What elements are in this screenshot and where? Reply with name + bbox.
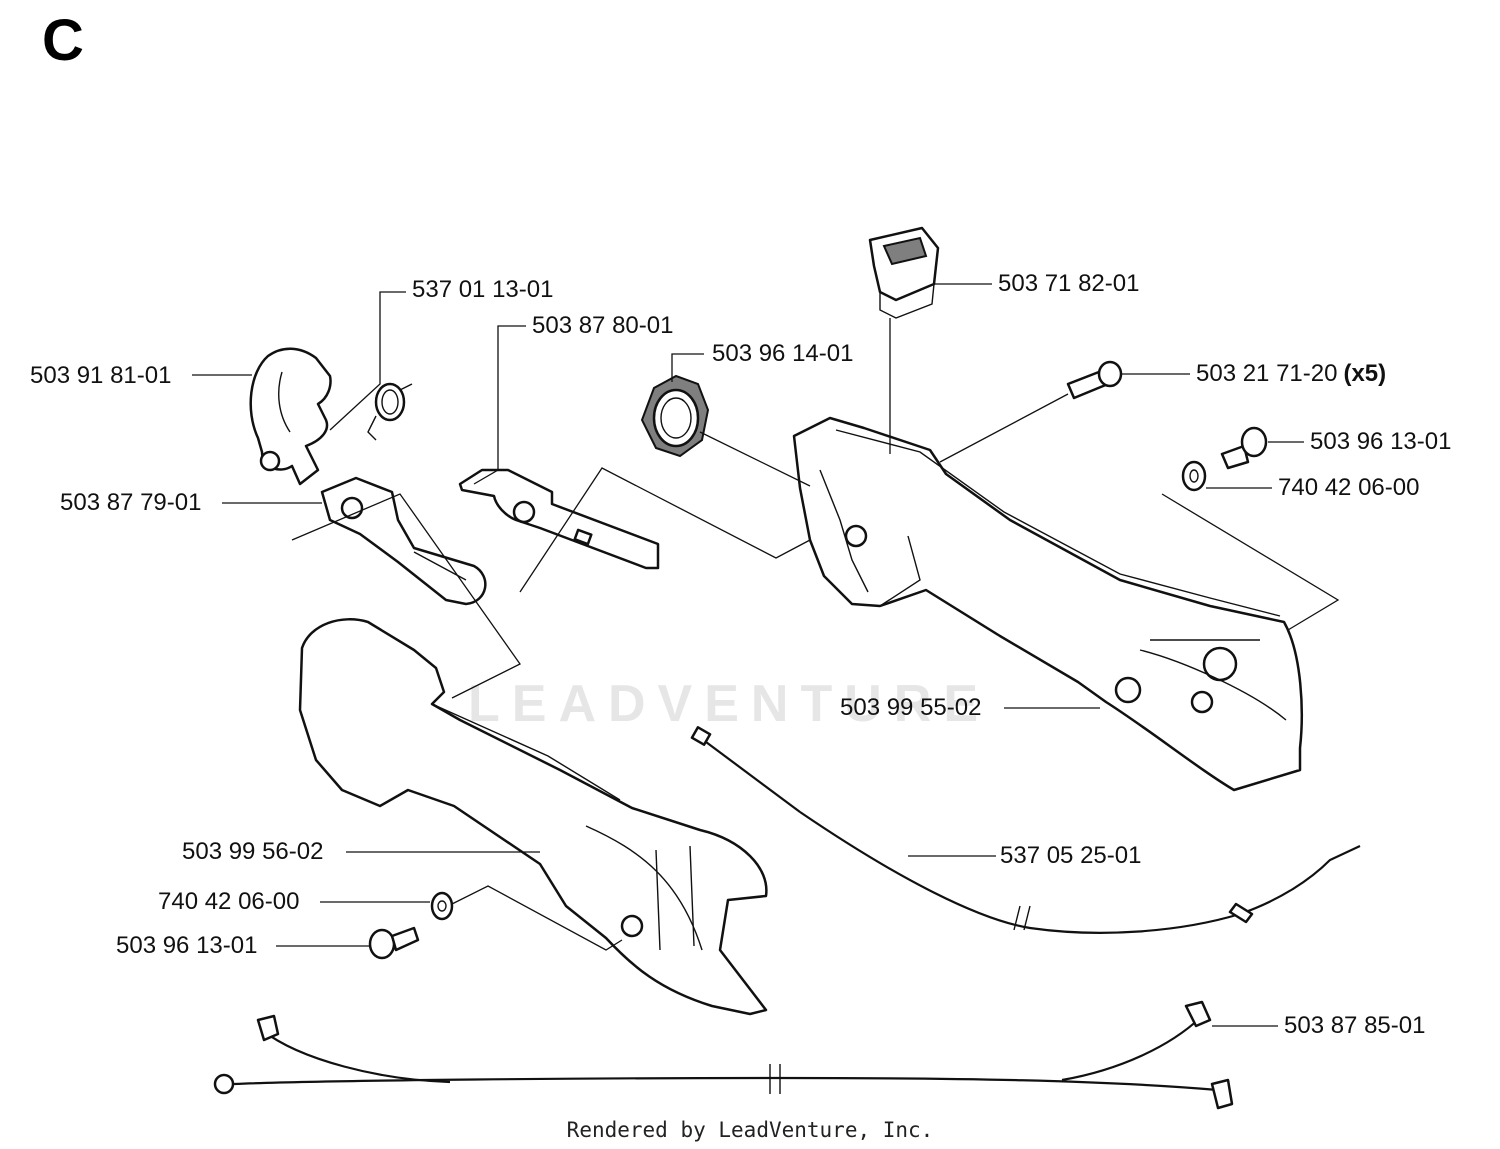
part-label-clamp[interactable]: 503 91 81-01: [30, 362, 172, 389]
part-label-washer-left[interactable]: 740 42 06-00: [158, 888, 300, 915]
part-label-handle-left-half[interactable]: 503 99 56-02: [182, 838, 324, 865]
part-label-screw-x5[interactable]: 503 21 71-20(x5): [1196, 362, 1386, 386]
screw-right-part: [1220, 426, 1268, 470]
part-label-washer-right[interactable]: 740 42 06-00: [1278, 474, 1420, 501]
screw-left-part: [368, 926, 420, 960]
nut-ring-part: [640, 374, 710, 458]
screw-x5-part: [1066, 360, 1123, 400]
switch-part: [868, 226, 940, 319]
lockout-lever-part: [320, 476, 487, 606]
part-label-throttle-trigger[interactable]: 503 87 80-01: [532, 312, 674, 339]
part-label-screw-left[interactable]: 503 96 13-01: [116, 932, 258, 959]
handle-right-half-part: [792, 416, 1303, 792]
watermark: LEADVENTURE: [468, 675, 991, 733]
part-number: 503 21 71-20: [1196, 360, 1338, 387]
quantity-badge: (x5): [1343, 360, 1387, 387]
spring-part: [367, 382, 413, 441]
washer-left-part: [430, 891, 454, 921]
part-label-nut-ring[interactable]: 503 96 14-01: [712, 340, 854, 367]
throttle-trigger-part: [458, 468, 660, 570]
part-label-spring[interactable]: 537 01 13-01: [412, 276, 554, 303]
part-label-lockout-lever[interactable]: 503 87 79-01: [60, 489, 202, 516]
throttle-cable-part: [690, 726, 1361, 934]
part-label-throttle-cable[interactable]: 537 05 25-01: [1000, 842, 1142, 869]
clamp-part: [249, 347, 332, 486]
part-label-switch[interactable]: 503 71 82-01: [998, 270, 1140, 297]
part-label-wire-harness[interactable]: 503 87 85-01: [1284, 1012, 1426, 1039]
section-letter: C: [42, 8, 84, 73]
washer-right-part: [1181, 460, 1207, 492]
part-label-handle-right-half[interactable]: 503 99 55-02: [840, 694, 982, 721]
handle-left-half-part: [298, 618, 768, 1016]
render-credit: Rendered by LeadVenture, Inc.: [566, 1118, 934, 1142]
leader-lines: [192, 283, 1340, 1027]
part-label-screw-right[interactable]: 503 96 13-01: [1310, 428, 1452, 455]
wire-harness-part: [213, 1000, 1234, 1110]
